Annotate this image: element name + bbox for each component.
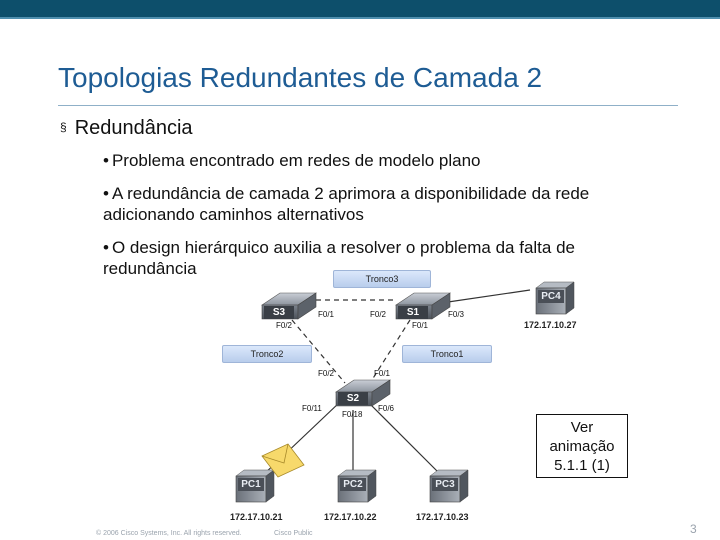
pc1-label: PC1 <box>238 478 264 491</box>
switch-s2-label: S2 <box>338 392 368 405</box>
subbullet-1: •Problema encontrado em redes de modelo … <box>103 150 663 171</box>
port-s2-f018: F0/18 <box>342 410 362 419</box>
port-s2-f06: F0/6 <box>378 404 394 413</box>
trunk-tronco1: Tronco1 <box>402 345 492 363</box>
link-lines <box>262 290 530 476</box>
pc2-label: PC2 <box>340 478 366 491</box>
subbullet-marker: • <box>103 184 109 203</box>
link-s1-pc4 <box>448 290 530 302</box>
port-s1-f02: F0/2 <box>370 310 386 319</box>
trunk-tronco2: Tronco2 <box>222 345 312 363</box>
port-s3-f02: F0/2 <box>276 321 292 330</box>
bullet-redundancia: § Redundância <box>60 117 193 140</box>
subbullet-marker: • <box>103 151 109 170</box>
title-divider <box>58 105 678 106</box>
pc4-ip: 172.17.10.27 <box>524 320 577 330</box>
envelope-icon <box>262 444 304 477</box>
port-s2-f02: F0/2 <box>318 369 334 378</box>
bullet-marker: § <box>60 120 67 134</box>
subbullet-2-text: A redundância de camada 2 aprimora a dis… <box>103 184 589 224</box>
pc2-ip: 172.17.10.22 <box>324 512 377 522</box>
pc3-label: PC3 <box>432 478 458 491</box>
port-s1-f03: F0/3 <box>448 310 464 319</box>
pc3-ip: 172.17.10.23 <box>416 512 469 522</box>
subbullet-1-text: Problema encontrado em redes de modelo p… <box>112 151 481 170</box>
slide-title: Topologias Redundantes de Camada 2 <box>58 62 542 94</box>
header-bar <box>0 0 720 17</box>
page-number: 3 <box>690 522 697 536</box>
switch-s1-label: S1 <box>398 306 428 319</box>
port-s2-f011: F0/11 <box>302 404 322 413</box>
footer-copyright: © 2006 Cisco Systems, Inc. All rights re… <box>96 530 242 537</box>
pc1-ip: 172.17.10.21 <box>230 512 283 522</box>
trunk-tronco3: Tronco3 <box>333 270 431 288</box>
link-s2-pc3 <box>370 404 442 476</box>
subbullet-2: •A redundância de camada 2 aprimora a di… <box>103 183 663 225</box>
port-s3-f01: F0/1 <box>318 310 334 319</box>
link-s2-pc1 <box>262 402 340 476</box>
subbullet-marker: • <box>103 238 109 257</box>
pc4-label: PC4 <box>538 290 564 303</box>
port-s2-f01: F0/1 <box>374 369 390 378</box>
port-s1-f01: F0/1 <box>412 321 428 330</box>
switch-s3-label: S3 <box>264 306 294 319</box>
footer-classification: Cisco Public <box>274 530 313 537</box>
bullet-text: Redundância <box>75 117 193 139</box>
animation-link[interactable]: Ver animação 5.1.1 (1) <box>536 414 628 478</box>
header-bar-edge <box>0 17 720 19</box>
